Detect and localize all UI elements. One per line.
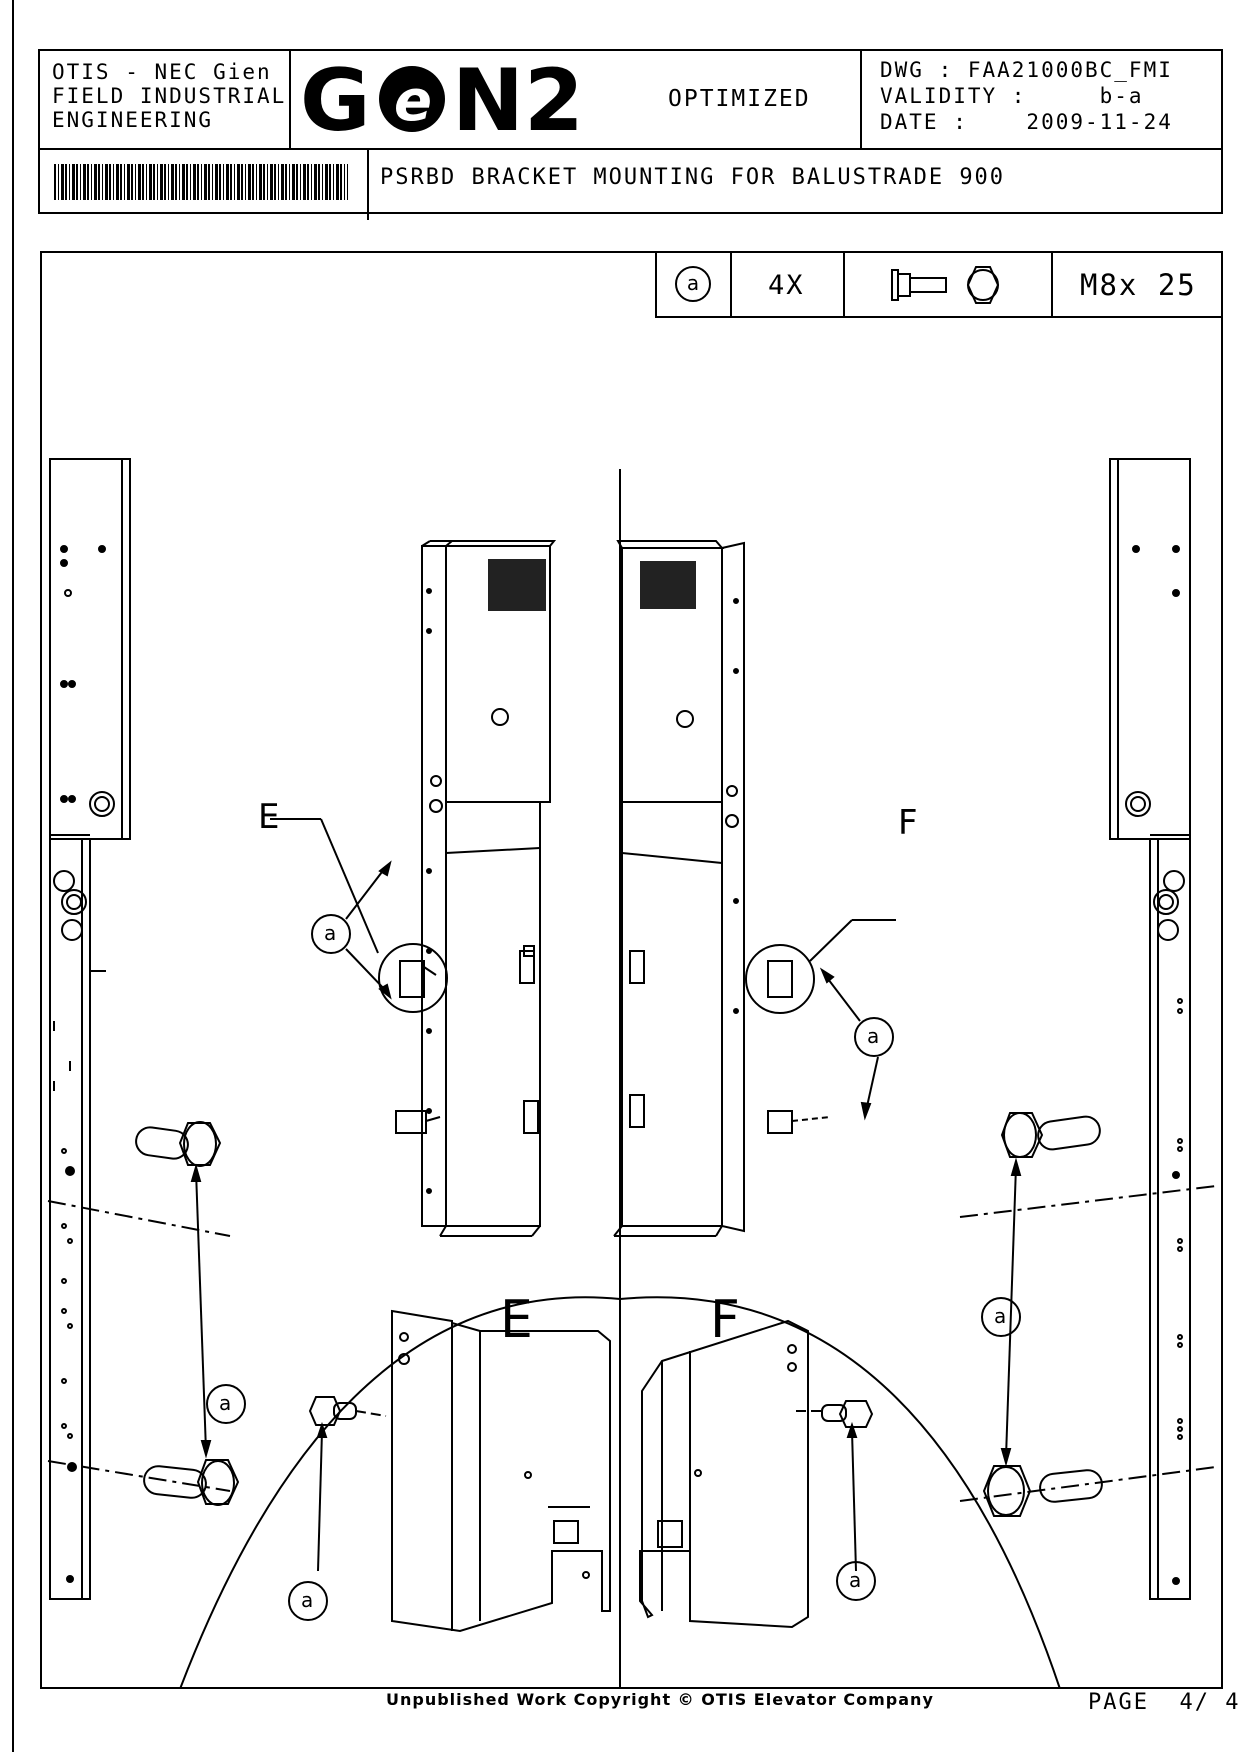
parts-spec: M8x 25 — [1080, 268, 1197, 302]
parts-callout-label: a — [686, 271, 700, 295]
optimized-label: OPTIMIZED — [668, 86, 811, 112]
left-bolt-upper — [47, 1121, 231, 1237]
left-bolt-lower — [47, 1459, 240, 1506]
barcode — [54, 164, 348, 200]
detail-e-title: E — [500, 1290, 533, 1350]
validity: VALIDITY : b-a — [880, 84, 1144, 108]
detail-f-circle — [745, 944, 815, 1014]
assembly-illustration — [47, 458, 1217, 1689]
callout-a-label-6: a — [849, 1568, 862, 1592]
callout-a-right-bolts-circle — [981, 1297, 1021, 1337]
svg-text:N2: N2 — [452, 54, 584, 144]
callout-a-left-assembly-circle — [311, 914, 351, 954]
callout-a-label-4: a — [994, 1304, 1007, 1328]
callout-a-label-2: a — [867, 1024, 880, 1048]
parts-quantity: 4X — [768, 270, 805, 301]
callout-a-detail-f-circle — [836, 1561, 876, 1601]
parts-table-v3 — [1051, 251, 1053, 318]
copyright-notice: Unpublished Work Copyright © OTIS Elevat… — [386, 1690, 934, 1709]
left-psrbd-assembly — [421, 540, 557, 1237]
right-bolt-lower — [959, 1465, 1217, 1517]
drawing-frame — [40, 251, 1223, 1689]
title-block — [38, 49, 1223, 214]
org-line-2: FIELD INDUSTRIAL — [52, 84, 287, 108]
parts-table — [655, 251, 1223, 318]
right-bolt-upper — [959, 1112, 1217, 1218]
detail-f-screw — [796, 1400, 874, 1428]
callout-a-left-bolts-circle — [206, 1384, 246, 1424]
parts-callout-circle: a — [675, 266, 711, 302]
detail-e-circle — [378, 943, 448, 1013]
parts-table-v1 — [730, 251, 732, 318]
callout-a-right-assembly-circle — [854, 1017, 894, 1057]
org-line-3: ENGINEERING — [52, 108, 214, 132]
svg-text:e: e — [394, 69, 432, 134]
callout-a-label-5: a — [301, 1588, 314, 1612]
callout-a-detail-e-circle — [288, 1581, 328, 1621]
title-block-vline-1 — [289, 49, 291, 149]
title-block-vline-3 — [367, 148, 369, 220]
callout-a-label-1: a — [324, 921, 337, 945]
detail-e-arc — [179, 1296, 621, 1689]
svg-text:G: G — [300, 54, 371, 144]
title-block-vline-2 — [860, 49, 862, 149]
detail-e-bracket — [391, 1309, 611, 1633]
org-line-1: OTIS - NEC Gien — [52, 60, 272, 84]
detail-f-title: F — [710, 1290, 740, 1350]
detail-f-bracket — [639, 1319, 809, 1629]
parts-table-v2 — [843, 251, 845, 318]
detail-e-screw — [308, 1396, 387, 1426]
drawing-title: PSRBD BRACKET MOUNTING FOR BALUSTRADE 90… — [380, 165, 1006, 190]
title-block-divider — [38, 148, 1223, 150]
callout-a-label-3: a — [219, 1391, 232, 1415]
page-number: PAGE 4/ 4 — [1088, 1690, 1239, 1715]
sheet-left-border — [12, 0, 14, 1752]
left-balustrade-profile — [49, 458, 131, 1600]
dwg-number: DWG : FAA21000BC_FMI — [880, 58, 1173, 82]
detail-f-tag: F — [898, 803, 918, 843]
detail-e-tag: E — [258, 797, 280, 837]
flange-bolt-icon — [891, 266, 1000, 304]
detail-f-arc — [619, 1296, 1061, 1689]
right-psrbd-assembly — [613, 540, 745, 1237]
right-balustrade-profile — [1109, 458, 1191, 1600]
date: DATE : 2009-11-24 — [880, 110, 1173, 134]
gen2-logo: G e N2 — [300, 54, 584, 144]
